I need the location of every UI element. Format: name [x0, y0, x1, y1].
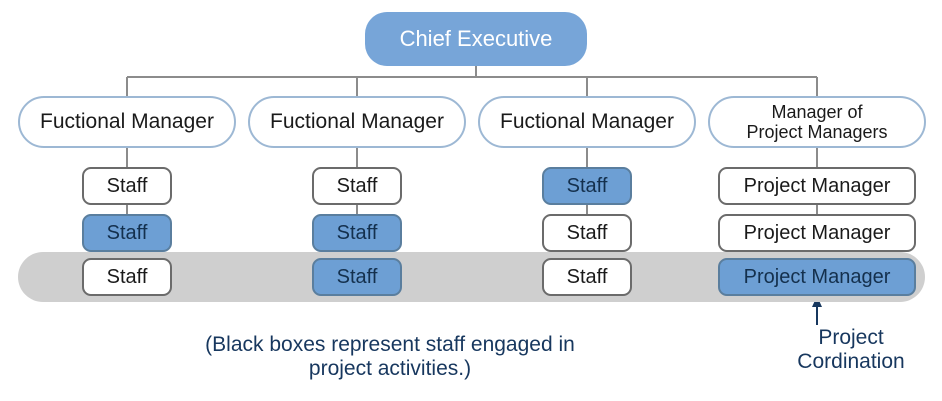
node-chief-executive[interactable]: Chief Executive	[365, 12, 587, 66]
node-manager-of-project-managers[interactable]: Manager of Project Managers	[708, 96, 926, 148]
node-staff-c2-r2[interactable]: Staff	[312, 214, 402, 252]
node-functional-manager-2[interactable]: Fuctional Manager	[248, 96, 466, 148]
node-project-manager-c4-r3[interactable]: Project Manager	[718, 258, 916, 296]
node-staff-c2-r3[interactable]: Staff	[312, 258, 402, 296]
node-functional-manager-1[interactable]: Fuctional Manager	[18, 96, 236, 148]
node-staff-c3-r1[interactable]: Staff	[542, 167, 632, 205]
legend-caption: (Black boxes represent staff engaged in …	[205, 333, 575, 380]
node-project-manager-c4-r2[interactable]: Project Manager	[718, 214, 916, 252]
node-functional-manager-3[interactable]: Fuctional Manager	[478, 96, 696, 148]
project-coordination-label: Project Cordination	[797, 326, 905, 374]
node-staff-c1-r1[interactable]: Staff	[82, 167, 172, 205]
node-staff-c1-r2[interactable]: Staff	[82, 214, 172, 252]
node-staff-c3-r3[interactable]: Staff	[542, 258, 632, 296]
node-staff-c3-r2[interactable]: Staff	[542, 214, 632, 252]
node-staff-c2-r1[interactable]: Staff	[312, 167, 402, 205]
node-project-manager-c4-r1[interactable]: Project Manager	[718, 167, 916, 205]
node-staff-c1-r3[interactable]: Staff	[82, 258, 172, 296]
